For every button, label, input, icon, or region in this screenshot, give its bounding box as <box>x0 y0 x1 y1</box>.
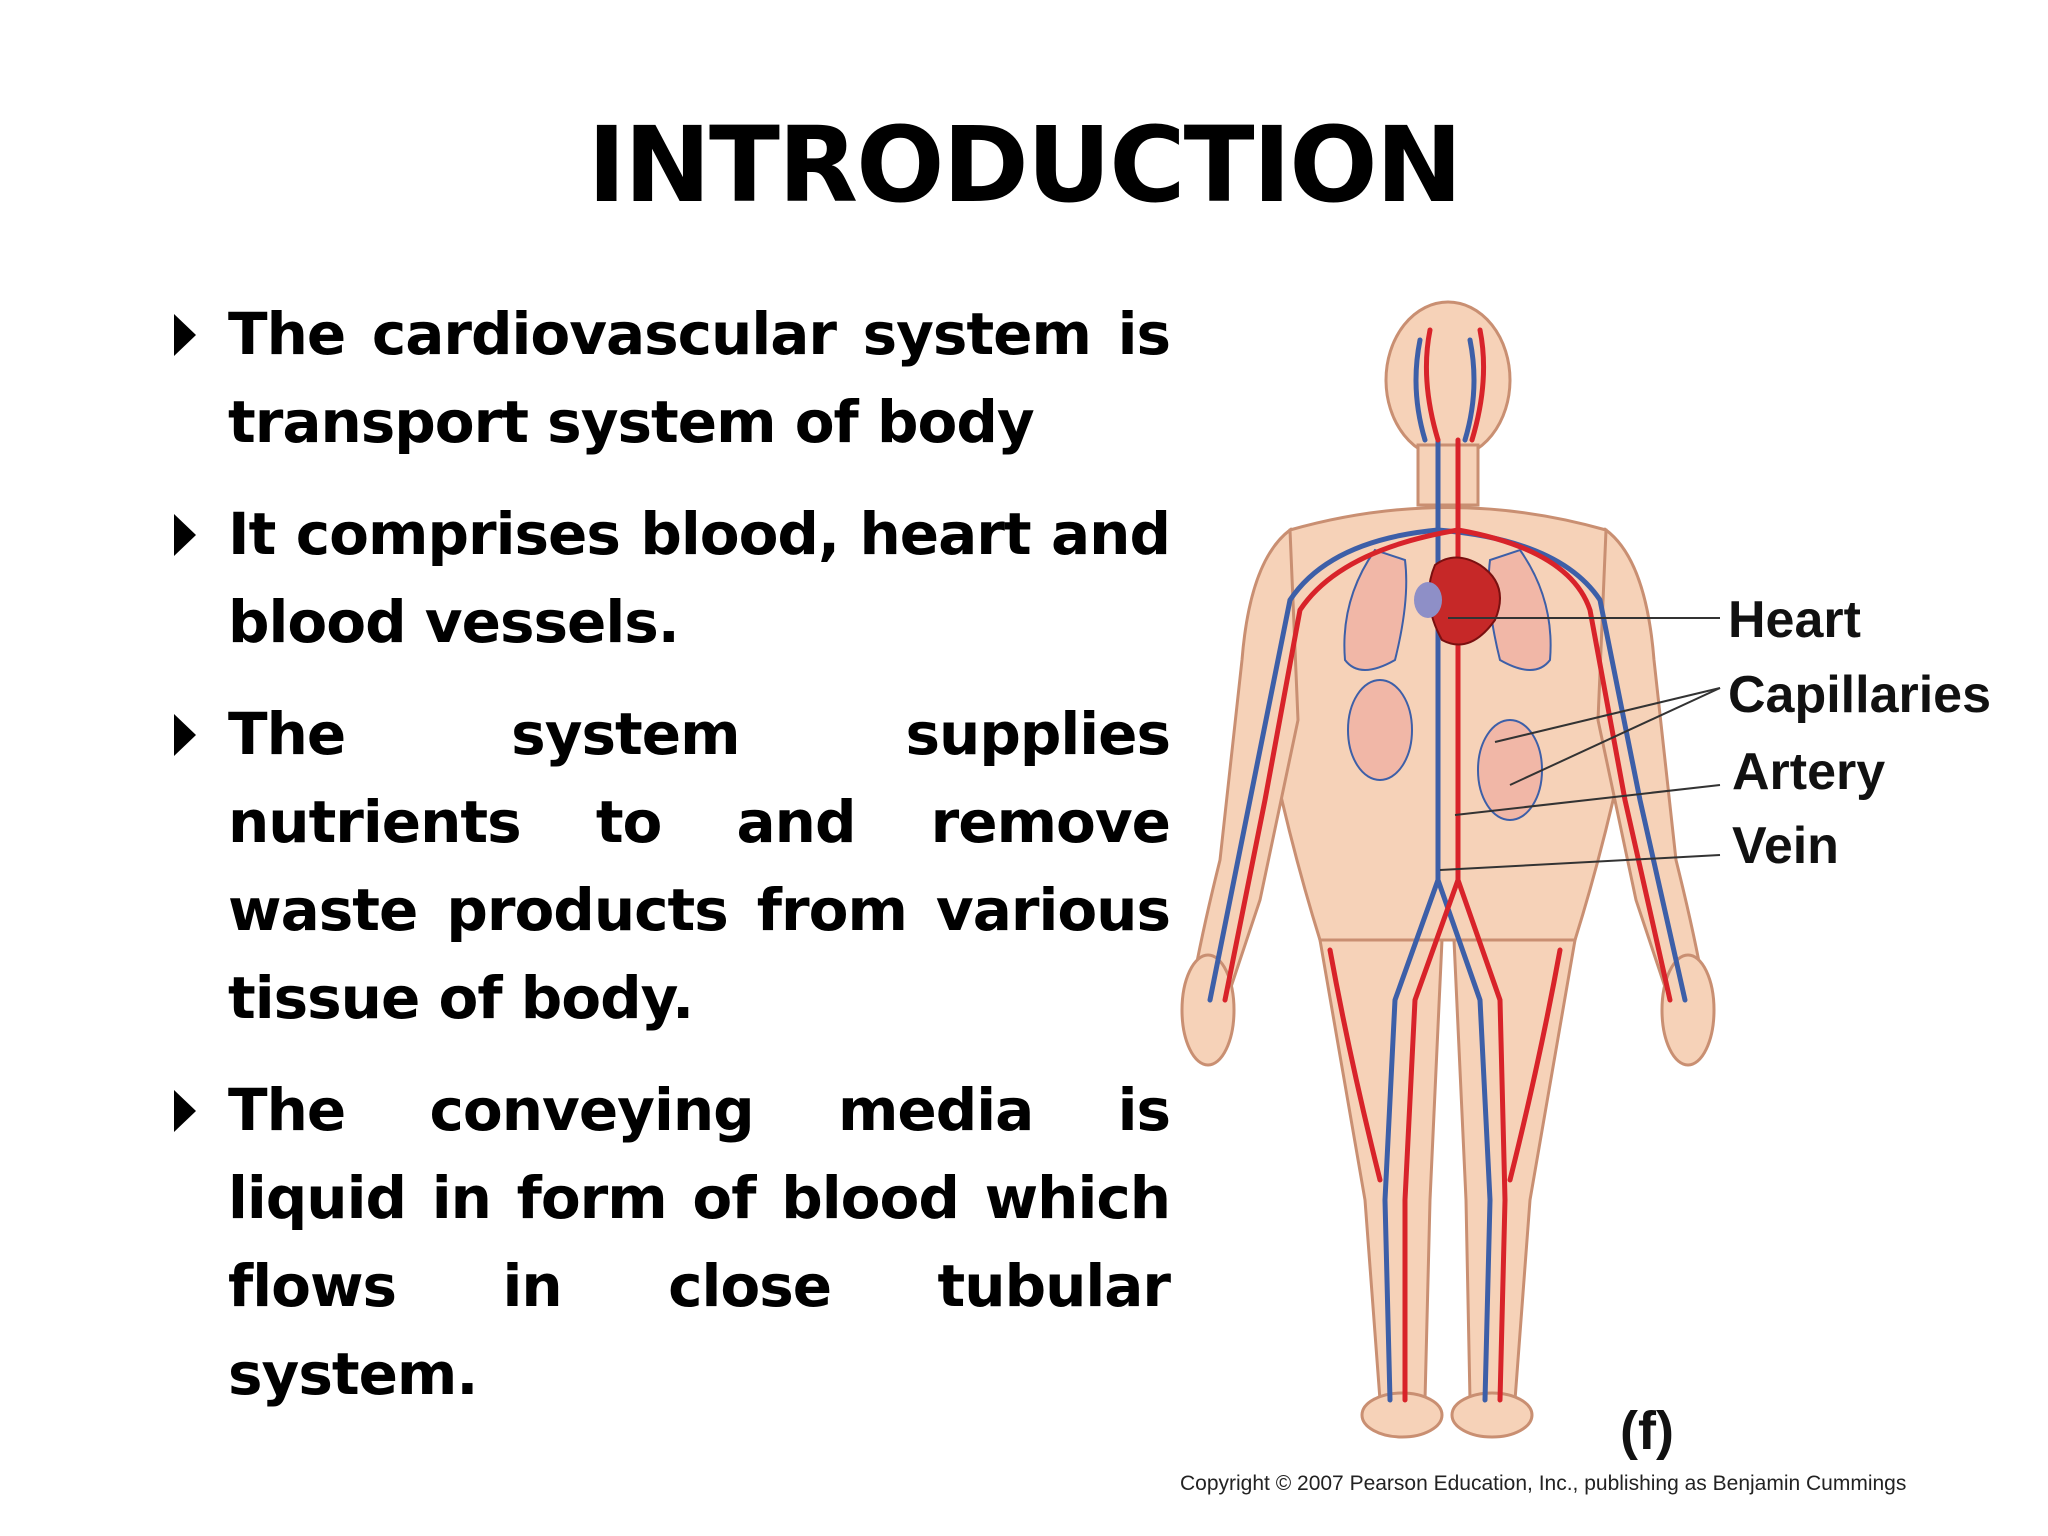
bullet-text: The system supplies nutrients to and rem… <box>228 700 1171 1032</box>
bullet-text: The conveying media is liquid in form of… <box>228 1076 1171 1408</box>
slide-title: INTRODUCTION <box>587 104 1462 226</box>
heart-label: Heart <box>1728 591 1861 649</box>
vein-label: Vein <box>1732 817 1839 875</box>
panel-label: (f) <box>1620 1401 1674 1461</box>
triangle-bullet-icon <box>174 514 196 556</box>
triangle-bullet-icon <box>174 1090 196 1132</box>
lungs <box>1343 548 1552 671</box>
cardiovascular-figure: Heart Capillaries Artery Vein (f) Copyri… <box>1180 300 2040 1510</box>
bullet-item: The conveying media is liquid in form of… <box>170 1066 1171 1418</box>
bullet-text: The cardiovascular system is transport s… <box>228 300 1171 456</box>
triangle-bullet-icon <box>174 714 196 756</box>
heart <box>1414 556 1501 646</box>
triangle-bullet-icon <box>174 314 196 356</box>
copyright-text: Copyright © 2007 Pearson Education, Inc.… <box>1180 1472 1907 1495</box>
kidneys <box>1347 679 1543 821</box>
bullet-item: The cardiovascular system is transport s… <box>170 290 1171 466</box>
circulatory-system-illustration <box>1180 300 1721 1439</box>
capillaries-label: Capillaries <box>1728 666 1992 724</box>
bullet-item: The system supplies nutrients to and rem… <box>170 690 1171 1042</box>
bullet-list: The cardiovascular system is transport s… <box>170 290 1171 1442</box>
bullet-item: It comprises blood, heart and blood vess… <box>170 490 1171 666</box>
bullet-text: It comprises blood, heart and blood vess… <box>228 500 1171 656</box>
artery-label: Artery <box>1732 743 1886 801</box>
arteries <box>1222 327 1673 1403</box>
leader-lines <box>1439 617 1721 871</box>
